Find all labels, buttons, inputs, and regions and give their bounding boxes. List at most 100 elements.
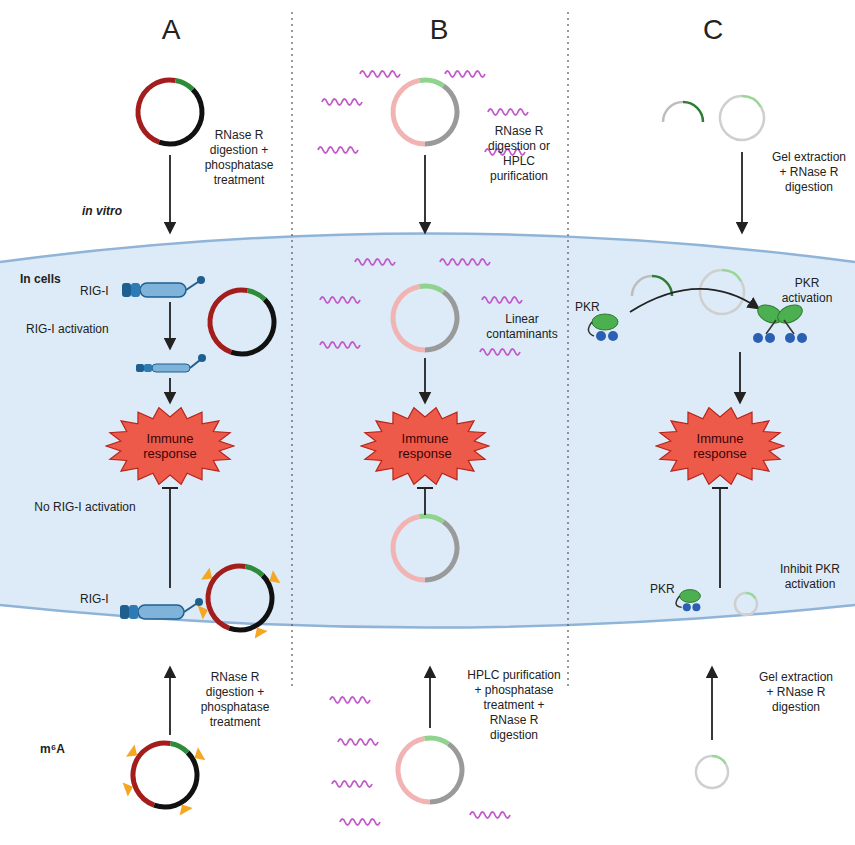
arrow (169, 302, 171, 348)
circrna-arc (663, 102, 683, 122)
m6a-mark (126, 745, 137, 757)
m6a-mark (194, 747, 205, 760)
burst-body: Immune response (360, 406, 490, 486)
linear-rna (470, 812, 510, 818)
linear-rna (355, 259, 395, 265)
immune-burst: Immune response (655, 406, 785, 486)
linear-rna (360, 71, 400, 77)
inhibit-line (169, 488, 171, 588)
pkr-linker (588, 322, 594, 336)
circrna-arc (424, 738, 448, 744)
cell-band (0, 234, 855, 628)
pkr-linker (676, 596, 682, 607)
rig-i-card (129, 605, 138, 619)
circrna-arc (425, 292, 457, 350)
linear-rna (340, 819, 380, 825)
burst-outline (656, 408, 784, 485)
linear-rna (480, 349, 520, 355)
linear-rna (330, 697, 370, 703)
circrna-arc (398, 738, 430, 802)
linear-rna (482, 297, 522, 303)
circrna-arc (159, 89, 202, 144)
pkr-dsrbd (596, 331, 606, 341)
annotation: PKR activation (772, 276, 842, 306)
pkr-domain (775, 301, 805, 326)
linear-rna (440, 259, 490, 265)
annotation: RIG-I activation (26, 322, 136, 337)
inhibit-bar (417, 487, 433, 489)
burst-body: Immune response (655, 406, 785, 486)
linear-rna (338, 739, 378, 745)
panel-letter: A (156, 14, 186, 46)
pkr-dsrbd (797, 333, 807, 343)
circrna-arc (712, 756, 726, 764)
rig-i-card (120, 605, 129, 619)
divider (567, 12, 568, 690)
circrna-arc (176, 80, 193, 89)
arrow (630, 289, 758, 312)
circrna-arc (393, 80, 425, 144)
pkr-linker (766, 320, 776, 334)
annotation: in vitro (82, 204, 152, 219)
immune-burst: Immune response (360, 406, 490, 486)
rig-i-card (122, 283, 131, 297)
circrna-arc (231, 299, 274, 354)
circrna-arc (425, 522, 457, 580)
pkr-dsrbd (765, 333, 775, 343)
circrna-arc (419, 80, 443, 86)
circrna-arc (246, 566, 263, 575)
circrna-arc (632, 276, 652, 296)
annotation: RNase R digestion + phosphatase treatmen… (192, 670, 278, 730)
circrna-arc (393, 286, 425, 350)
m6a-mark (269, 570, 280, 583)
burst-outline (106, 408, 234, 485)
m6a-mark (123, 782, 133, 796)
circrna-arc (746, 593, 756, 599)
arrow (429, 668, 431, 728)
inhibit-line (424, 488, 426, 515)
circrna-arc (683, 102, 703, 122)
arrow (424, 155, 426, 232)
burst-body: Immune response (105, 406, 235, 486)
divider (291, 12, 292, 690)
linear-rna (320, 342, 360, 348)
panel-letter: B (424, 14, 454, 46)
pkr-linker (784, 320, 794, 334)
annotation: m⁶A (40, 742, 80, 757)
arrow (424, 358, 426, 402)
linear-rna (332, 781, 372, 787)
circrna-arc (393, 516, 425, 580)
annotation: PKR (650, 582, 690, 597)
rig-i-ctd (198, 354, 206, 362)
rig-i-linker (184, 604, 196, 612)
annotation: PKR (575, 300, 615, 315)
annotation: In cells (20, 272, 90, 287)
inhibit-line (719, 488, 721, 588)
annotation: RNase R digestion or HPLC purification (475, 124, 563, 184)
pkr-dsrbd (785, 333, 795, 343)
arrow (169, 378, 171, 402)
pkr-dsrbd (608, 331, 618, 341)
circrna-arc (208, 566, 246, 628)
arrow (741, 152, 743, 232)
circrna-arc (430, 744, 462, 802)
linear-rna (445, 71, 485, 77)
immune-burst: Immune response (105, 406, 235, 486)
circrna-arc (425, 86, 457, 144)
annotation: Gel extraction + RNase R digestion (755, 670, 837, 715)
circrna-arc (742, 96, 761, 107)
panel-letter: C (698, 14, 728, 46)
pkr-domain (592, 314, 618, 330)
annotation: Inhibit PKR activation (770, 562, 850, 592)
circrna-arc (229, 575, 272, 630)
rig-i-card (144, 364, 152, 372)
pkr-dsrbd (692, 603, 700, 611)
rig-i-linker (186, 282, 198, 290)
circrna-arc (722, 270, 741, 281)
rig-i-helicase (138, 605, 184, 619)
annotation: HPLC purification + phosphatase treatmen… (466, 668, 562, 743)
rig-i-ctd (195, 598, 203, 606)
rig-i-card (131, 283, 140, 297)
circrna-arc (419, 516, 443, 522)
